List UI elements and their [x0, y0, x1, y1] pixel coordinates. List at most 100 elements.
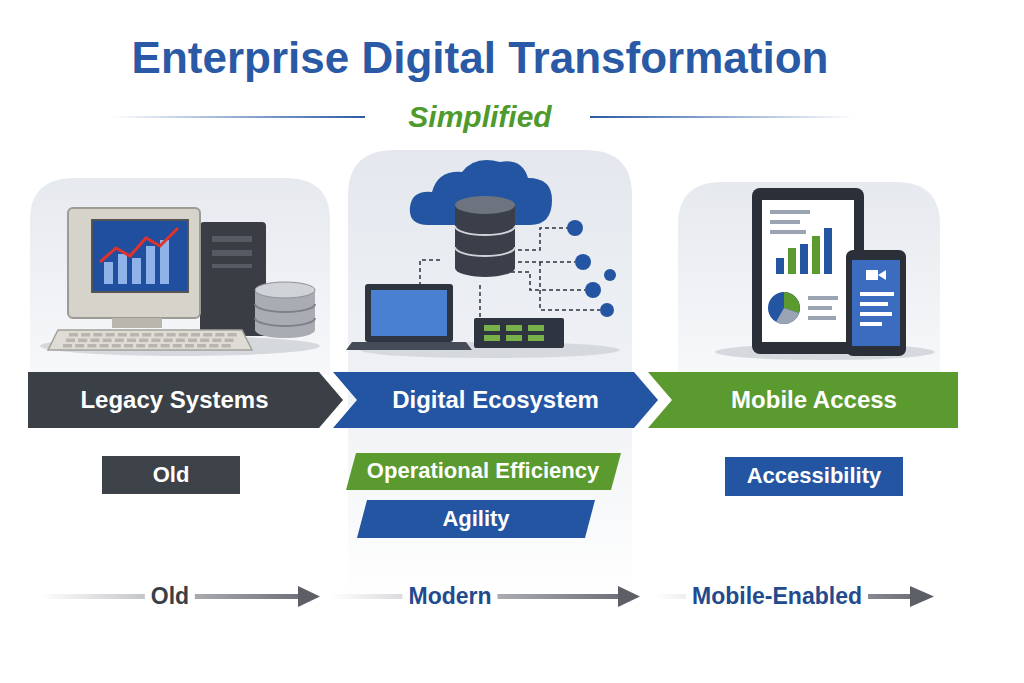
process-chevron-fill: [28, 372, 343, 428]
keyboard-keys-part: [188, 339, 197, 343]
keyboard-keys-part: [118, 333, 127, 337]
process-chevron-fill: [333, 372, 658, 428]
subtitle: Simplified: [402, 100, 557, 135]
node-label: Operational Efficiency: [367, 459, 599, 483]
keyboard-keys-part: [164, 339, 173, 343]
digital-ecosystem-illustration-part: [567, 220, 583, 236]
stage-label: Old: [145, 583, 195, 609]
legacy-computer-part: [132, 258, 141, 284]
keyboard-keys-part: [130, 333, 139, 337]
legacy-computer-part: [112, 318, 162, 328]
keyboard-keys-part: [63, 344, 72, 348]
legacy-computer-part: [146, 246, 155, 284]
legacy-computer-part: [68, 208, 200, 318]
keyboard-keys-part: [185, 344, 194, 348]
mobile-illustration-part: [770, 210, 810, 214]
keyboard-keys-part: [148, 344, 157, 348]
keyboard-keys-part: [93, 333, 102, 337]
mobile-illustration-part: [776, 308, 799, 324]
keyboard-keys-part: [69, 333, 78, 337]
keyboard-keys-part: [173, 344, 182, 348]
mobile-illustration-part: [860, 322, 882, 326]
legacy-computer-part: [212, 264, 252, 268]
legacy-computer-part: [255, 304, 315, 312]
digital-ecosystem-illustration-part: [474, 318, 564, 348]
digital-ecosystem-illustration-part: [528, 325, 544, 331]
background-panels-part: [678, 182, 940, 375]
progress-arrows-part: [910, 586, 934, 607]
keyboard-keys-part: [100, 344, 109, 348]
mobile-illustration-part: [878, 270, 886, 280]
keyboard-keys-part: [161, 344, 170, 348]
mobile-illustration: [715, 188, 935, 360]
node-label: Digital Ecosystem: [392, 387, 599, 413]
process-chevron-fill: [648, 372, 958, 428]
mobile-illustration-part: [770, 220, 800, 224]
keyboard-keys-part: [103, 339, 112, 343]
tag-box: Old: [102, 456, 240, 494]
keyboard-keys-part: [191, 333, 200, 337]
tag-box-fill: [102, 456, 240, 494]
node-label: Accessibility: [747, 464, 882, 488]
digital-ecosystem-illustration-part: [365, 284, 453, 342]
keyboard-keys-part: [167, 333, 176, 337]
keyboard-keys-part: [90, 339, 99, 343]
node-label: Mobile Access: [731, 387, 897, 413]
keyboard-keys-part: [112, 344, 121, 348]
digital-ecosystem-illustration-part: [455, 205, 515, 277]
process-chevron: Digital Ecosystem: [333, 372, 658, 428]
digital-ecosystem-illustration-part: [600, 303, 614, 317]
keyboard-keys-part: [228, 333, 237, 337]
mobile-illustration-part: [770, 230, 806, 234]
keyboard-keys-part: [124, 344, 133, 348]
digital-ecosystem-illustration-part: [484, 335, 500, 341]
legacy-computer-part: [104, 262, 113, 284]
mobile-illustration-part: [808, 306, 832, 310]
legacy-computer-part: [255, 282, 315, 298]
keyboard-keys-part: [209, 344, 218, 348]
mobile-illustration-part: [824, 228, 832, 274]
legacy-computer-part: [100, 228, 178, 262]
keyboard-keys-part: [106, 333, 115, 337]
digital-ecosystem-illustration-part: [371, 290, 447, 336]
background-panels-part: [30, 178, 330, 375]
tag-box: Operational Efficiency: [346, 453, 621, 490]
node-label: Legacy Systems: [80, 387, 268, 413]
legacy-computer-part: [212, 236, 252, 242]
mobile-illustration-part: [762, 200, 854, 342]
keyboard-keys-part: [115, 339, 124, 343]
digital-ecosystem-illustration-part-part: [479, 285, 481, 318]
mobile-illustration-part: [808, 316, 836, 320]
keyboard-keys-part: [197, 344, 206, 348]
subtitle-rules-part: [110, 116, 365, 118]
mobile-illustration-part: [788, 248, 796, 274]
keyboard-keys: [63, 333, 237, 348]
keyboard-keys-part: [78, 339, 87, 343]
digital-ecosystem-illustration-part-part: [420, 260, 440, 285]
node-label: Agility: [442, 507, 509, 531]
keyboard-keys-part: [127, 339, 136, 343]
keyboard-keys-part: [151, 339, 160, 343]
mobile-illustration-part: [812, 236, 820, 274]
digital-ecosystem-illustration-part: [575, 254, 591, 270]
progress-arrows-part: [298, 586, 320, 607]
tag-box-fill: [725, 457, 903, 496]
mobile-illustration-part: [846, 250, 906, 356]
keyboard-keys-part: [81, 333, 90, 337]
progress-arrows-part: [618, 586, 640, 607]
legacy-computer-part: [255, 318, 315, 326]
subtitle-rules-part: [590, 116, 855, 118]
keyboard-keys-part: [179, 333, 188, 337]
mobile-illustration-part: [860, 312, 892, 316]
legacy-computer-part: [92, 220, 188, 292]
process-chevron: Mobile Access: [648, 372, 958, 428]
keyboard-keys-part: [215, 333, 224, 337]
keyboard-keys-part: [139, 339, 148, 343]
keyboard-keys-part: [203, 333, 212, 337]
keyboard-keys-part: [142, 333, 151, 337]
keyboard-keys-part: [212, 339, 221, 343]
stage-label: Mobile-Enabled: [686, 583, 868, 609]
digital-ecosystem-illustration-part: [506, 335, 522, 341]
keyboard-keys-part: [225, 339, 234, 343]
